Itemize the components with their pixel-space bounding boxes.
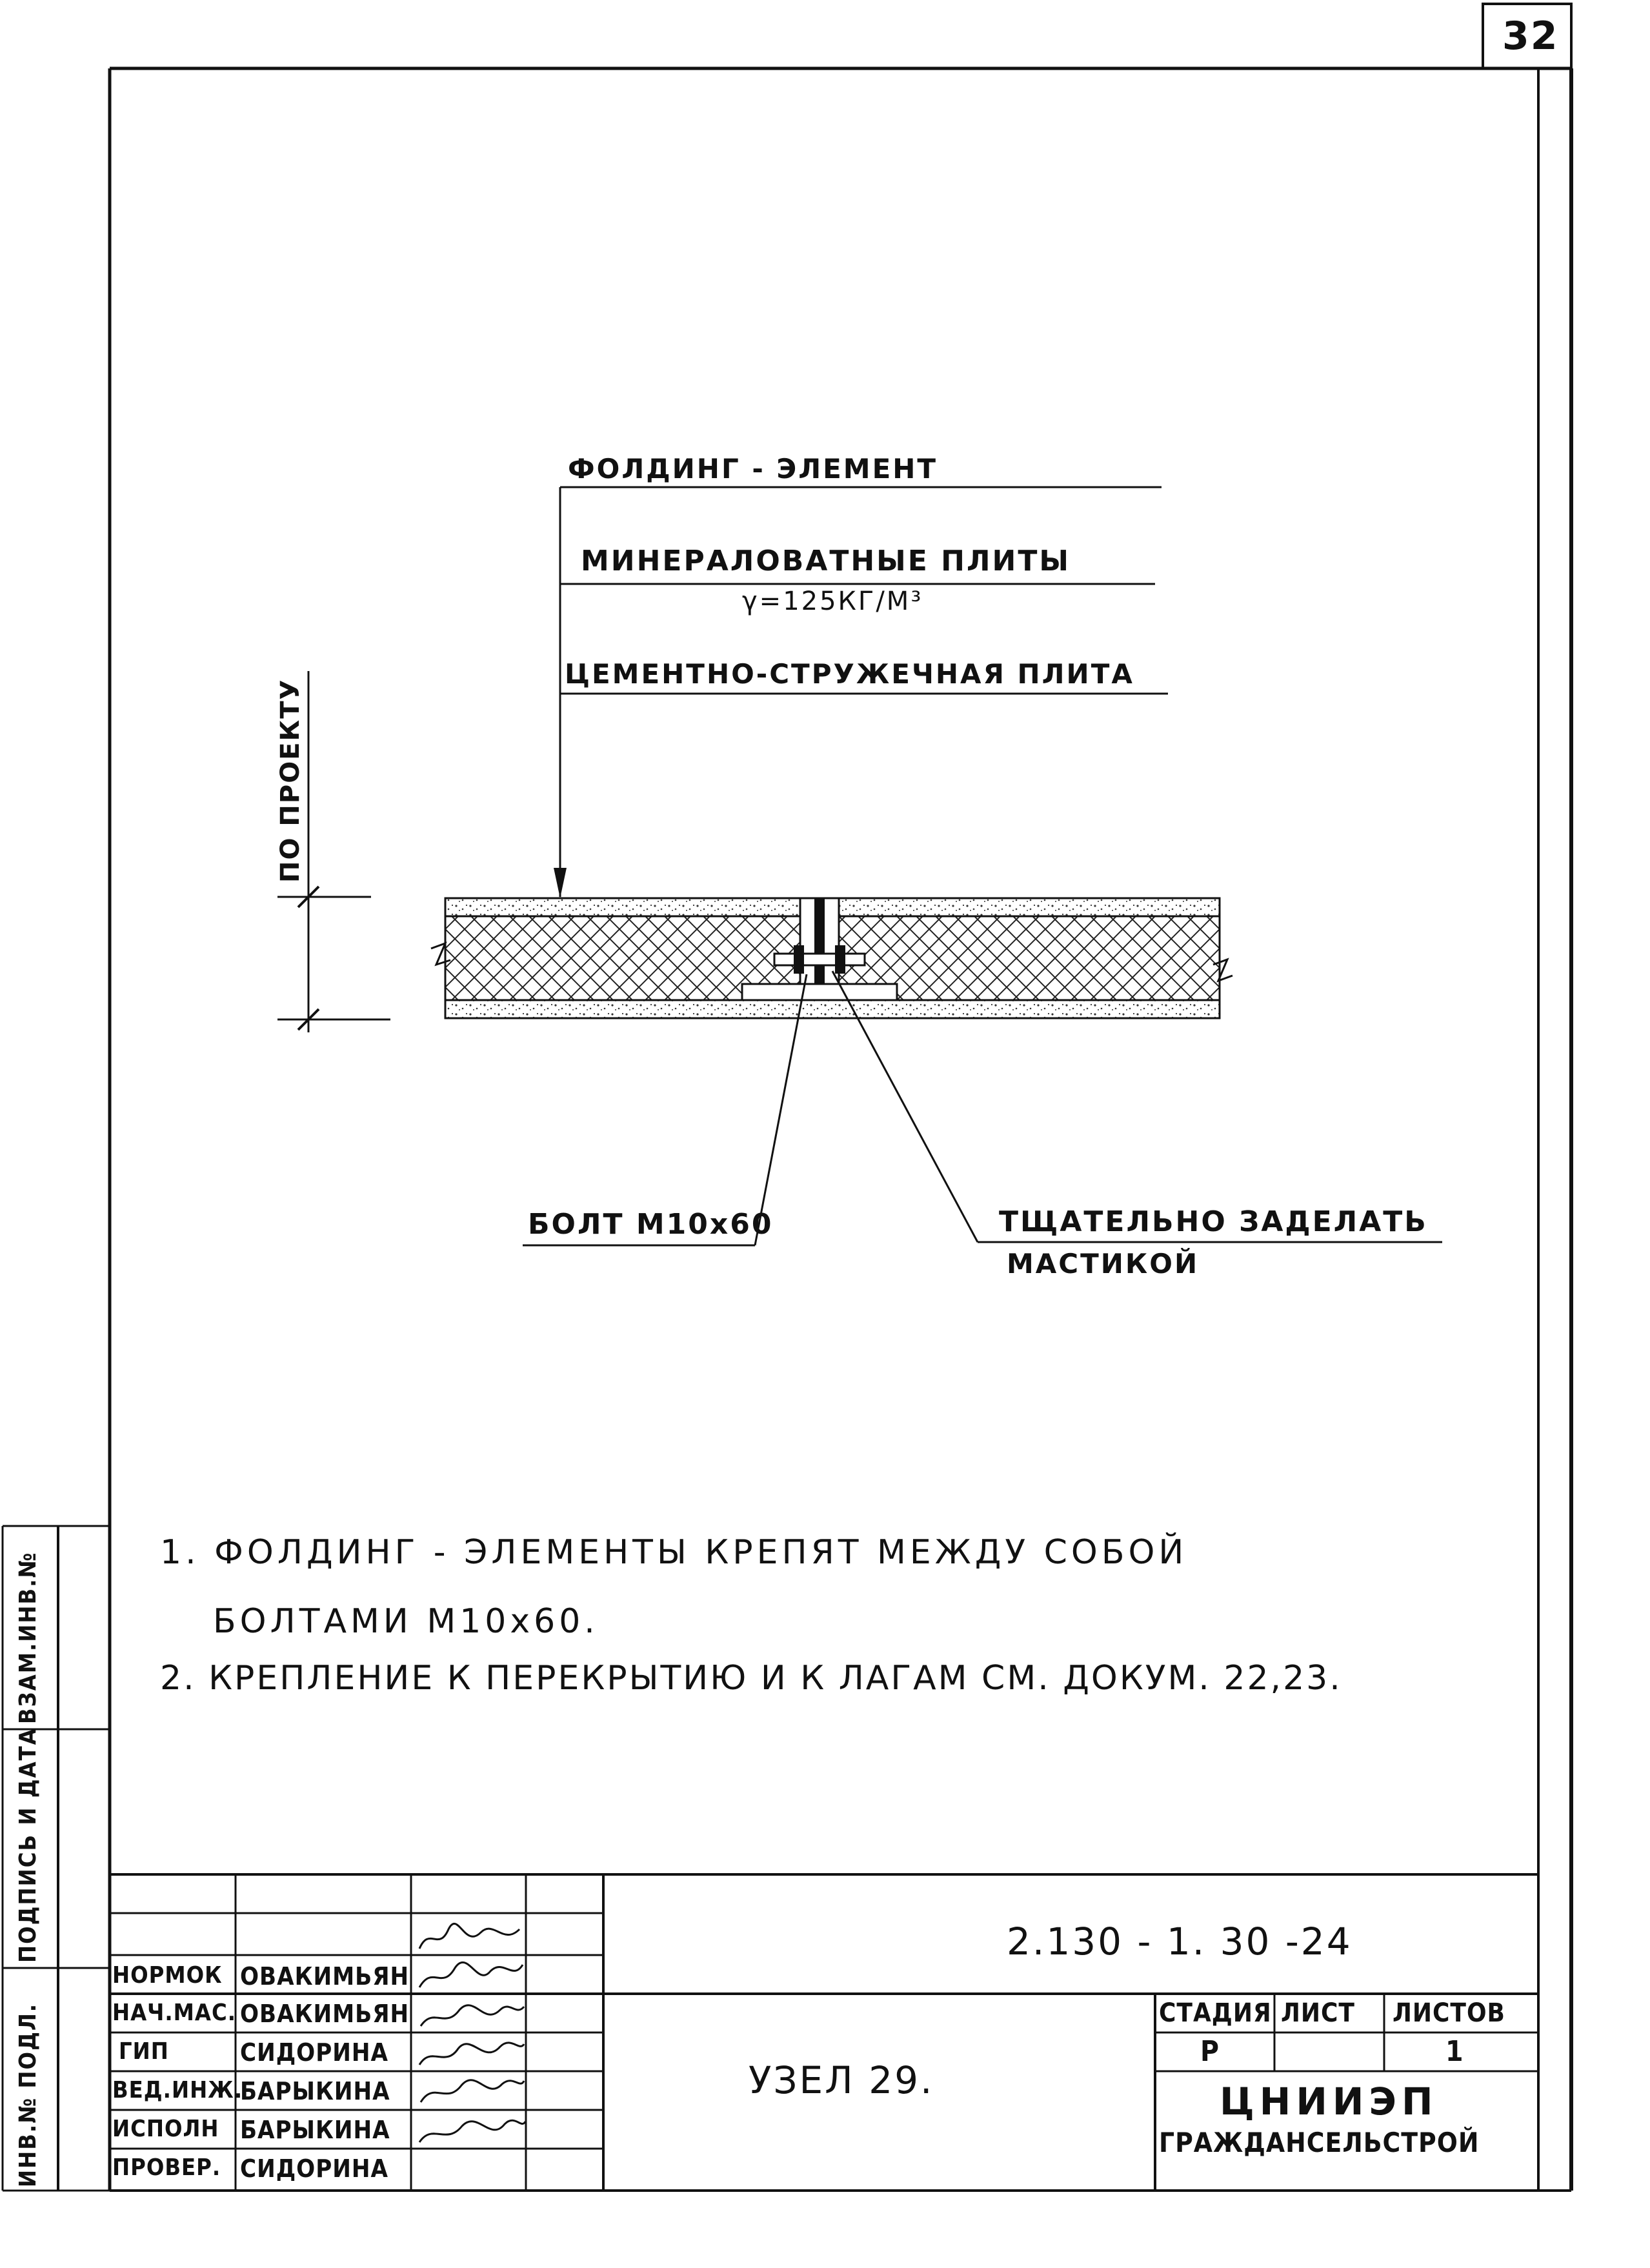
page-number: 32 [1502,14,1559,59]
margin-field-replace-inv: ВЗАМ.ИНВ.№ [15,1551,41,1724]
document-code: 2.130 - 1. 30 -24 [1007,1920,1353,1963]
margin-field-inv-original: ИНВ.№ ПОДЛ. [15,2002,41,2187]
stage-value: Р [1200,2035,1220,2068]
signatory-name-2: ОВАКИМЬЯН [240,2000,410,2028]
left-margin-strip [1,1525,110,2192]
margin-field-signature-date: ПОДПИСЬ И ДАТА [15,1727,41,1963]
signatory-name-5: БАРЫКИНА [240,2116,390,2144]
title-block-lines [110,1873,1538,2191]
signatory-role-1: НОРМОК [112,1962,223,1989]
signatory-name-6: СИДОРИНА [240,2154,388,2183]
stage-header: СТАДИЯ [1159,1998,1272,2028]
label-mastic-line1: ТЩАТЕЛЬНО ЗАДЕЛАТЬ [999,1205,1428,1238]
label-density: γ=125КГ/М³ [742,587,923,616]
label-cement-board: ЦЕМЕНТНО-СТРУЖЕЧНАЯ ПЛИТА [565,658,1134,690]
dimension-line [277,671,390,1032]
note-1-line1: 1. ФОЛДИНГ - ЭЛЕМЕНТЫ КРЕПЯТ МЕЖДУ СОБОЙ [160,1533,1188,1572]
signatory-role-4: ВЕД.ИНЖ. [112,2077,243,2103]
signatory-role-3: ГИП [119,2038,169,2065]
signatory-role-5: ИСПОЛН [112,2116,219,2142]
signatory-role-2: НАЧ.МАС. [112,2000,237,2026]
signatures [418,1923,527,2143]
leader-lines [523,486,1442,1247]
sheet-frame [108,66,1573,2192]
label-mastic-line2: МАСТИКОЙ [1007,1248,1200,1280]
label-folding-element: ФОЛДИНГ - ЭЛЕМЕНТ [568,453,938,485]
sheets-value: 1 [1445,2035,1464,2068]
sheet-header: ЛИСТ [1281,1998,1355,2028]
note-1-line2: БОЛТАМИ М10х60. [213,1602,599,1641]
note-2: 2. КРЕПЛЕНИЕ К ПЕРЕКРЫТИЮ И К ЛАГАМ СМ. … [160,1659,1342,1698]
organization-line2: ГРАЖДАНСЕЛЬСТРОЙ [1159,2127,1480,2158]
signatory-name-3: СИДОРИНА [240,2038,388,2067]
label-mineral-wool: МИНЕРАЛОВАТНЫЕ ПЛИТЫ [581,545,1071,577]
label-bolt: БОЛТ М10х60 [528,1208,774,1241]
organization-line1: ЦНИИЭП [1220,2080,1438,2123]
label-by-project: ПО ПРОЕКТУ [276,678,305,883]
drawing-title: УЗЕЛ 29. [749,2058,934,2102]
signatory-name-1: ОВАКИМЬЯН [240,1962,410,1991]
panel-section [430,897,1233,1019]
signatory-role-6: ПРОВЕР. [112,2154,221,2181]
sheets-header: ЛИСТОВ [1393,1998,1505,2028]
signatory-name-4: БАРЫКИНА [240,2077,390,2105]
